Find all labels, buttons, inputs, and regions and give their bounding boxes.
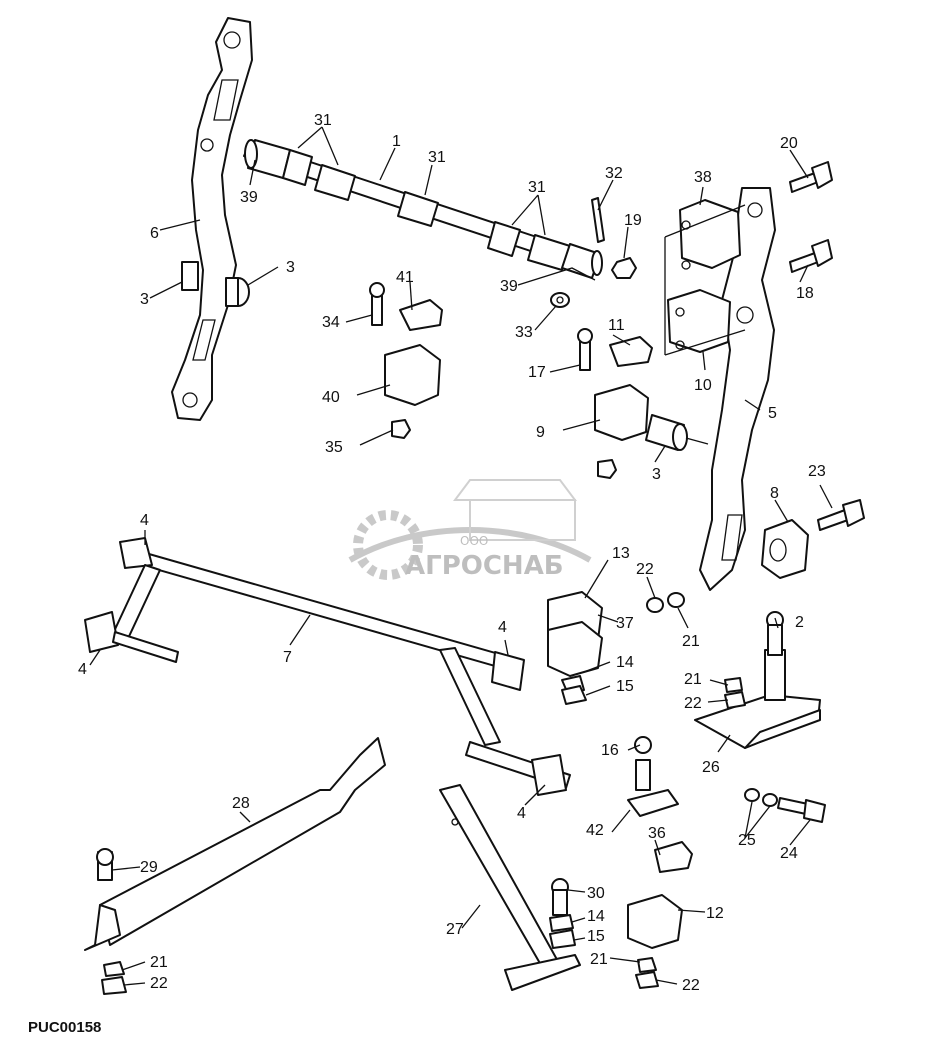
callout-22c: 22 [150,975,168,992]
callout-4a: 4 [140,512,149,529]
callout-39a: 39 [240,189,258,206]
callout-21a: 21 [682,633,700,650]
callout-19: 19 [624,212,642,229]
callout-3a: 3 [286,259,295,276]
callout-22a: 22 [636,561,654,578]
callout-11: 11 [608,317,625,334]
watermark-name: АГРОСНАБ [405,551,564,581]
callout-42: 42 [586,822,604,839]
callout-14b: 14 [587,908,605,925]
callout-25: 25 [738,832,756,849]
clamp-40 [369,282,443,439]
brace-27 [439,784,581,991]
drawing-code: PUC00158 [28,1019,101,1036]
left-lift-arm [171,17,253,421]
callout-24: 24 [780,845,798,862]
bracket-26 [694,611,821,749]
callout-22d: 22 [682,977,700,994]
bracket-38 [679,199,741,270]
callout-29: 29 [140,859,158,876]
nut-19 [611,257,637,279]
clamp-9 [577,328,653,479]
callout-31c: 31 [528,179,546,196]
leader-lines [89,126,833,986]
callouts: 1 2 3 3 3 4 4 4 4 5 6 7 8 9 10 11 12 13 … [78,112,826,994]
callout-31b: 31 [428,149,446,166]
bushing-3-right [645,414,709,451]
bracket-lines [664,204,746,356]
callout-13: 13 [612,545,630,562]
callout-4b: 4 [498,619,507,636]
callout-18: 18 [796,285,814,302]
watermark-prefix: ООО [460,534,488,548]
callout-2: 2 [795,614,804,631]
callout-10: 10 [694,377,712,394]
callout-41: 41 [396,269,414,286]
callout-27: 27 [446,921,464,938]
callout-39b: 39 [500,278,518,295]
callout-8: 8 [770,485,779,502]
stabilizer-bar [84,537,571,796]
clamp-8 [761,519,809,579]
callout-40: 40 [322,389,340,406]
callout-4d: 4 [517,805,526,822]
brace-28 [84,737,386,995]
callout-20: 20 [780,135,798,152]
upper-shaft [243,139,603,279]
clamp-12 [627,736,693,989]
bolt-24 [744,788,826,823]
callout-32: 32 [605,165,623,182]
callout-7: 7 [283,649,292,666]
bracket-10 [667,289,731,353]
bushing-left [244,139,313,186]
callout-3b: 3 [140,291,149,308]
washer-33 [550,292,570,308]
bolt-20 [789,161,833,193]
bolt-18 [789,239,833,273]
callout-33: 33 [515,324,533,341]
callout-21b: 21 [684,671,702,688]
pin-32 [591,197,605,243]
callout-4c: 4 [78,661,87,678]
callout-3c: 3 [652,466,661,483]
callout-31a: 31 [314,112,332,129]
callout-21c: 21 [150,954,168,971]
callout-30: 30 [587,885,605,902]
bolt-30 [549,878,576,949]
callout-5: 5 [768,405,777,422]
callout-21d: 21 [590,951,608,968]
callout-34: 34 [322,314,340,331]
callout-35: 35 [325,439,343,456]
callout-6: 6 [150,225,159,242]
callout-15a: 15 [616,678,634,695]
callout-36: 36 [648,825,666,842]
callout-38: 38 [694,169,712,186]
callout-23: 23 [808,463,826,480]
callout-28: 28 [232,795,250,812]
watermark: ООО АГРОСНАБ [348,479,592,581]
callout-15b: 15 [587,928,605,945]
callout-16: 16 [601,742,619,759]
callout-17: 17 [528,364,546,381]
callout-9: 9 [536,424,545,441]
clamp-37 [547,591,685,705]
callout-1: 1 [392,133,401,150]
callout-26: 26 [702,759,720,776]
callout-22b: 22 [684,695,702,712]
bolt-23 [817,499,865,531]
callout-14a: 14 [616,654,634,671]
bushing-3-left [181,261,250,307]
callout-37: 37 [616,615,634,632]
callout-12: 12 [706,905,724,922]
